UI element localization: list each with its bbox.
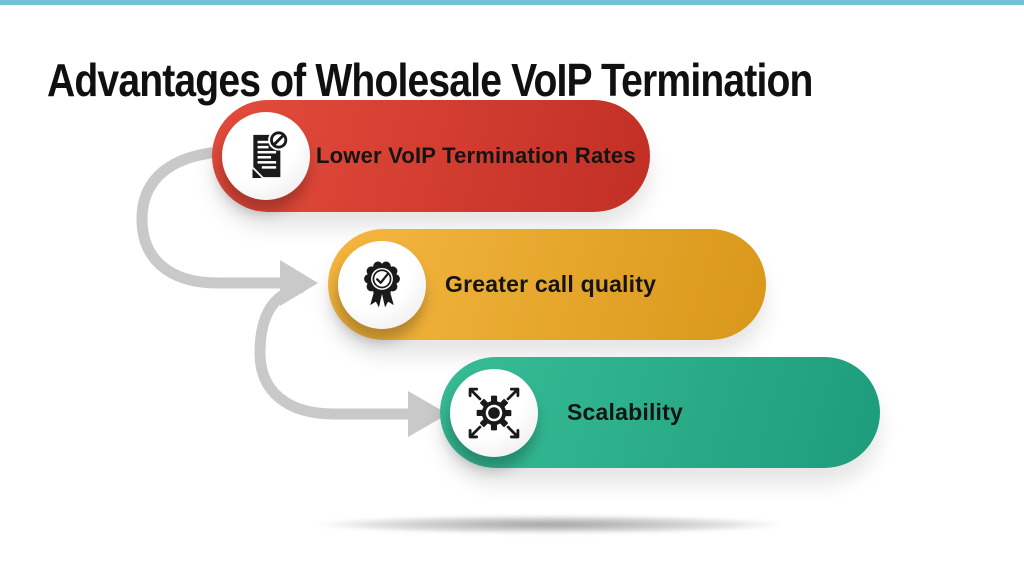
document-restriction-icon	[252, 129, 290, 178]
ground-shadow	[233, 512, 867, 537]
advantage-label: Lower VoIP Termination Rates	[316, 143, 636, 168]
icon-badge	[222, 112, 310, 200]
page-title: Advantages of Wholesale VoIP Termination	[47, 53, 813, 106]
advantage-pill-call-quality: Greater call quality	[328, 229, 766, 340]
connector-arrow-2	[254, 282, 415, 420]
gear-expand-icon	[468, 387, 520, 439]
advantage-pill-scalability: Scalability	[440, 357, 880, 468]
medal-check-icon	[364, 261, 400, 308]
advantage-pill-lower-rates: Lower VoIP Termination Rates	[212, 100, 650, 212]
advantage-label: Greater call quality	[445, 271, 657, 297]
connector-arrowhead-2	[408, 391, 448, 437]
icon-badge	[450, 369, 538, 457]
connector-arrow-1	[136, 145, 287, 289]
icon-badge	[338, 241, 426, 329]
top-accent-bar	[0, 0, 1024, 5]
connector-arrowhead-1	[280, 260, 318, 306]
advantage-label: Scalability	[567, 399, 683, 425]
